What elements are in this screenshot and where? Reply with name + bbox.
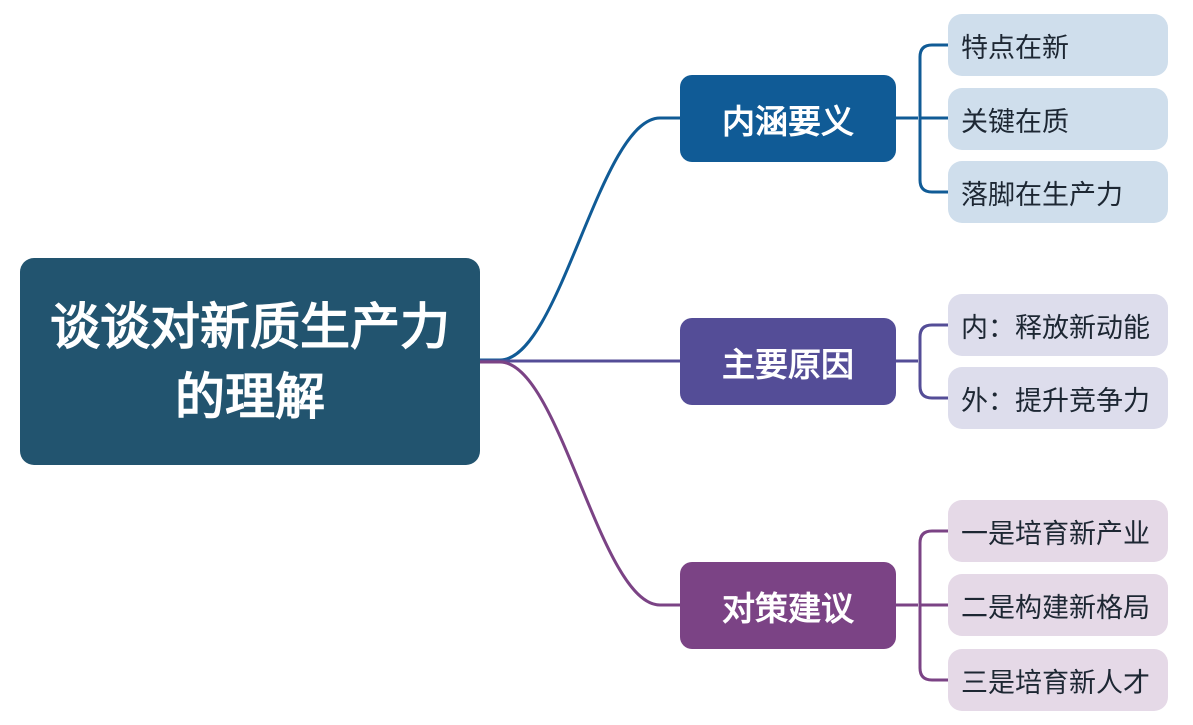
leaf-node-3-1[interactable]: 一是培育新产业 — [948, 500, 1168, 562]
branch-node-2[interactable]: 主要原因 — [680, 318, 896, 405]
leaf-label: 特点在新 — [961, 32, 1069, 64]
leaf-node-1-1[interactable]: 特点在新 — [948, 14, 1168, 76]
leaf-label: 二是构建新格局 — [961, 592, 1150, 624]
branch-label: 主要原因 — [722, 344, 854, 384]
leaf-label: 落脚在生产力 — [961, 179, 1123, 211]
leaf-node-2-2[interactable]: 外：提升竞争力 — [948, 367, 1168, 429]
root-label: 谈谈对新质生产力的理解 — [50, 297, 450, 426]
leaf-label: 关键在质 — [961, 106, 1069, 138]
leaf-label: 三是培育新人才 — [961, 667, 1150, 699]
branch-label: 对策建议 — [722, 588, 854, 628]
leaf-label: 外：提升竞争力 — [961, 385, 1150, 417]
leaf-label: 内：释放新动能 — [961, 312, 1150, 344]
link-root-branch-1 — [480, 116, 680, 362]
root-node[interactable]: 谈谈对新质生产力的理解 — [20, 258, 480, 465]
leaf-label: 一是培育新产业 — [961, 518, 1150, 550]
leaf-node-3-3[interactable]: 三是培育新人才 — [948, 649, 1168, 711]
bracket-branch-2 — [896, 323, 948, 400]
leaf-node-2-1[interactable]: 内：释放新动能 — [948, 294, 1168, 356]
branch-label: 内涵要义 — [722, 101, 854, 141]
leaf-node-3-2[interactable]: 二是构建新格局 — [948, 574, 1168, 636]
branch-node-1[interactable]: 内涵要义 — [680, 75, 896, 162]
leaf-node-1-2[interactable]: 关键在质 — [948, 88, 1168, 150]
leaf-node-1-3[interactable]: 落脚在生产力 — [948, 161, 1168, 223]
branch-node-3[interactable]: 对策建议 — [680, 562, 896, 649]
bracket-branch-3 — [896, 529, 948, 682]
link-root-branch-3 — [480, 360, 680, 607]
bracket-branch-1 — [896, 43, 948, 194]
